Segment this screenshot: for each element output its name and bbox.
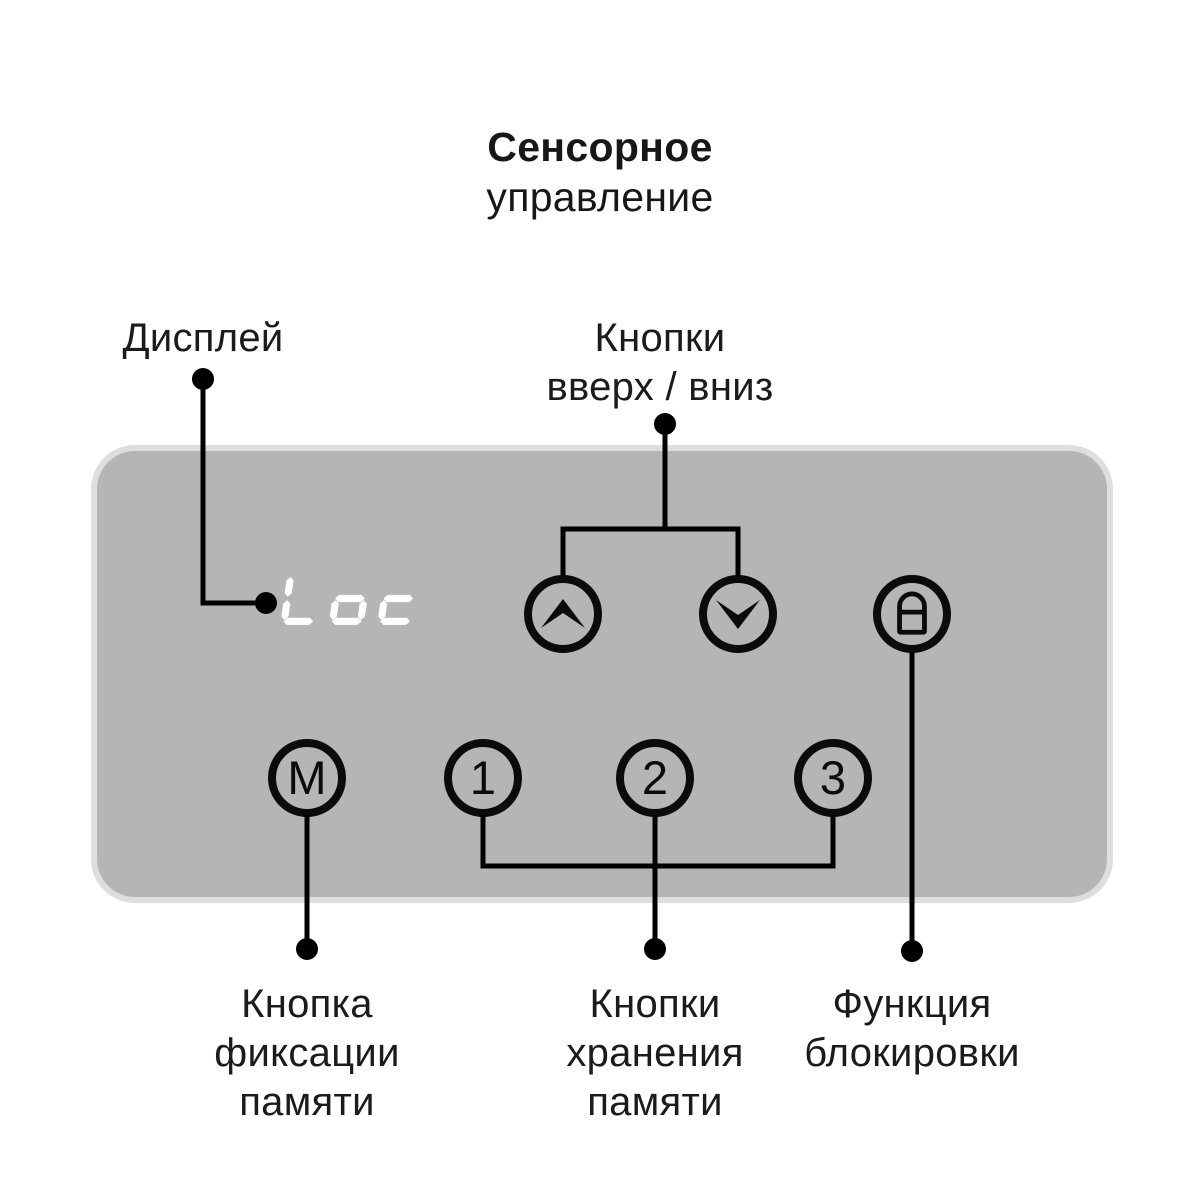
preset-1-button[interactable]: 1 — [444, 739, 522, 817]
label-memory-store: Кнопки хранения памяти — [566, 980, 743, 1127]
down-button[interactable] — [699, 575, 777, 653]
touch-panel — [97, 451, 1107, 897]
label-memory-lock-line1: Кнопка — [241, 982, 373, 1026]
preset-3-label: 3 — [819, 750, 847, 804]
label-memory-store-line2: хранения — [566, 1031, 744, 1075]
preset-2-label: 2 — [641, 750, 669, 804]
label-memory-store-line3: памяти — [587, 1080, 723, 1124]
title-line-1: Сенсорное — [487, 124, 713, 170]
label-updown-line1: Кнопки — [594, 316, 726, 360]
preset-3-button[interactable]: 3 — [794, 739, 872, 817]
title-line-2: управление — [486, 174, 714, 220]
chevron-down-icon — [716, 600, 760, 629]
chevron-up-icon — [541, 599, 585, 628]
lock-button[interactable] — [873, 575, 951, 653]
segment-display-svg — [281, 577, 414, 625]
label-lock-function: Функция блокировки — [804, 980, 1020, 1078]
label-updown-line2: вверх / вниз — [546, 365, 774, 409]
preset-2-button[interactable]: 2 — [616, 739, 694, 817]
label-memory-store-line1: Кнопки — [589, 982, 721, 1026]
label-memory-lock-line3: памяти — [239, 1080, 375, 1124]
memory-button-label: M — [287, 750, 327, 804]
up-button[interactable] — [524, 575, 602, 653]
label-memory-lock-line2: фиксации — [214, 1031, 400, 1075]
preset-1-label: 1 — [469, 750, 497, 804]
memory-button[interactable]: M — [268, 739, 346, 817]
label-updown: Кнопки вверх / вниз — [546, 314, 773, 412]
label-lock-function-line2: блокировки — [804, 1031, 1020, 1075]
label-display-text: Дисплей — [122, 316, 284, 360]
segment-display — [281, 572, 414, 625]
lock-icon — [897, 591, 927, 635]
label-memory-lock: Кнопка фиксации памяти — [214, 980, 399, 1127]
label-lock-function-line1: Функция — [832, 982, 992, 1026]
label-display: Дисплей — [122, 314, 283, 363]
page-title: Сенсорное управление — [0, 122, 1200, 222]
